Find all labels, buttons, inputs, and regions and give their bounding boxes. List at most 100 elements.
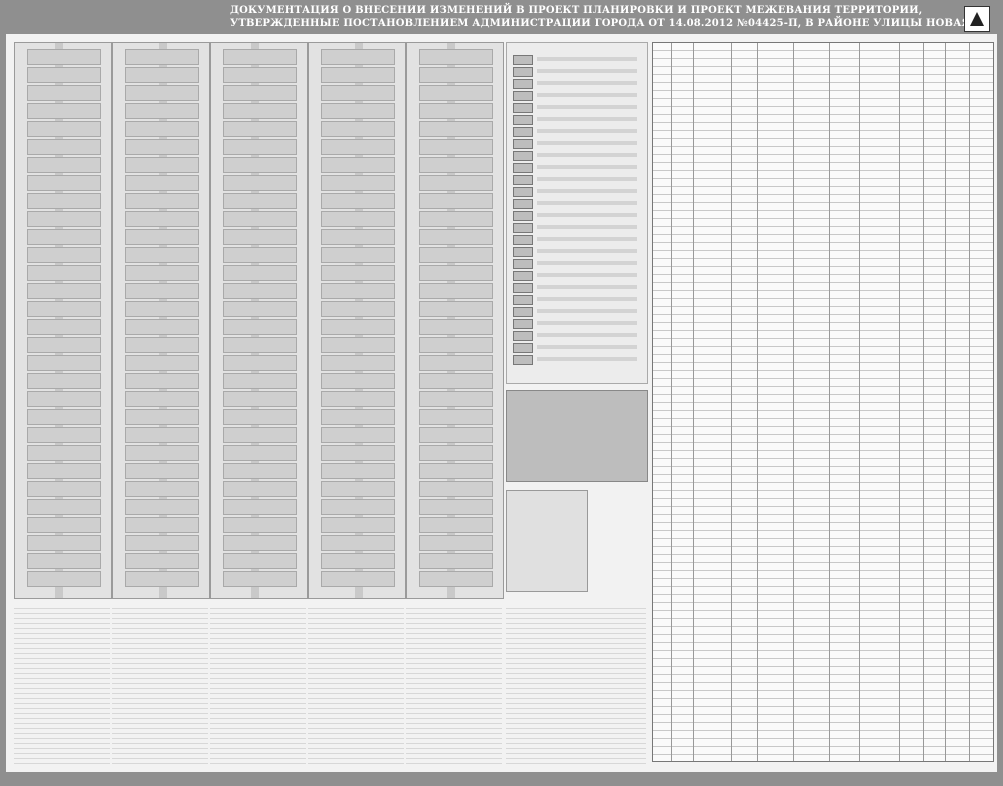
parcel-block [321,67,395,83]
parcel-block [27,175,101,191]
notes-column-2 [112,604,208,764]
legend-text-placeholder [537,201,637,205]
parcel-block [321,49,395,65]
parcel-block [321,121,395,137]
parcel-block [125,517,199,533]
legend-text-placeholder [537,129,637,133]
parcel-block [321,427,395,443]
parcel-block [223,553,297,569]
parcel-block [419,391,493,407]
legend-swatch [513,127,533,137]
parcel-block [321,481,395,497]
parcel-block [419,67,493,83]
legend-swatch [513,247,533,257]
parcel-block [223,373,297,389]
legend-swatch [513,163,533,173]
parcel-schedule-table [652,42,994,762]
parcel-block [27,85,101,101]
parcel-block [321,157,395,173]
document-sheet [6,34,997,772]
table-column-rule [899,43,900,761]
parcel-block [125,85,199,101]
parcel-block [419,373,493,389]
emblem-up-triangle-icon [964,6,990,32]
parcel-block [321,373,395,389]
legend-swatch [513,115,533,125]
parcel-block [27,157,101,173]
parcel-block [419,319,493,335]
parcel-block [223,337,297,353]
map-strip-1 [14,42,112,599]
legend-text-placeholder [537,57,637,61]
parcel-block [419,193,493,209]
parcel-block [125,301,199,317]
parcel-block [223,265,297,281]
parcel-block [419,175,493,191]
parcel-block [419,445,493,461]
parcel-block [321,85,395,101]
parcel-block [223,517,297,533]
parcel-block [125,373,199,389]
parcel-block [223,229,297,245]
legend-text-placeholder [537,261,637,265]
parcel-block [125,499,199,515]
location-map [506,490,588,592]
parcel-block [223,481,297,497]
parcel-block [223,247,297,263]
parcel-block [27,427,101,443]
parcel-block [419,265,493,281]
parcel-block [27,265,101,281]
footer-band [0,774,1003,786]
parcel-block [125,121,199,137]
legend-text-placeholder [537,93,637,97]
legend-swatch [513,139,533,149]
legend-text-placeholder [537,357,637,361]
parcel-block [321,535,395,551]
parcel-block [321,499,395,515]
parcel-block [125,445,199,461]
parcel-block [419,409,493,425]
parcel-block [27,445,101,461]
legend-text-placeholder [537,333,637,337]
parcel-block [321,283,395,299]
parcel-block [125,535,199,551]
parcel-block [223,427,297,443]
legend-text-placeholder [537,165,637,169]
parcel-block [125,247,199,263]
parcel-block [419,301,493,317]
notes-column-6 [506,604,646,764]
parcel-block [27,517,101,533]
parcel-block [27,283,101,299]
legend-swatch [513,103,533,113]
parcel-block [419,139,493,155]
table-column-rule [671,43,672,761]
parcel-block [125,355,199,371]
parcel-block [419,355,493,371]
scheme-diagram [506,390,648,482]
notes-column-5 [406,604,502,764]
parcel-block [419,49,493,65]
parcel-block [125,409,199,425]
legend-swatch [513,187,533,197]
parcel-block [223,49,297,65]
legend-swatch [513,343,533,353]
parcel-block [321,139,395,155]
parcel-block [223,463,297,479]
parcel-block [27,337,101,353]
parcel-block [125,571,199,587]
parcel-block [27,535,101,551]
parcel-block [223,571,297,587]
parcel-block [125,427,199,443]
parcel-block [321,463,395,479]
parcel-block [419,229,493,245]
table-column-rule [693,43,694,761]
parcel-block [419,463,493,479]
parcel-block [125,67,199,83]
notes-column-1 [14,604,110,764]
parcel-block [27,571,101,587]
legend-text-placeholder [537,153,637,157]
parcel-block [321,211,395,227]
parcel-block [27,499,101,515]
parcel-block [125,139,199,155]
parcel-block [125,391,199,407]
